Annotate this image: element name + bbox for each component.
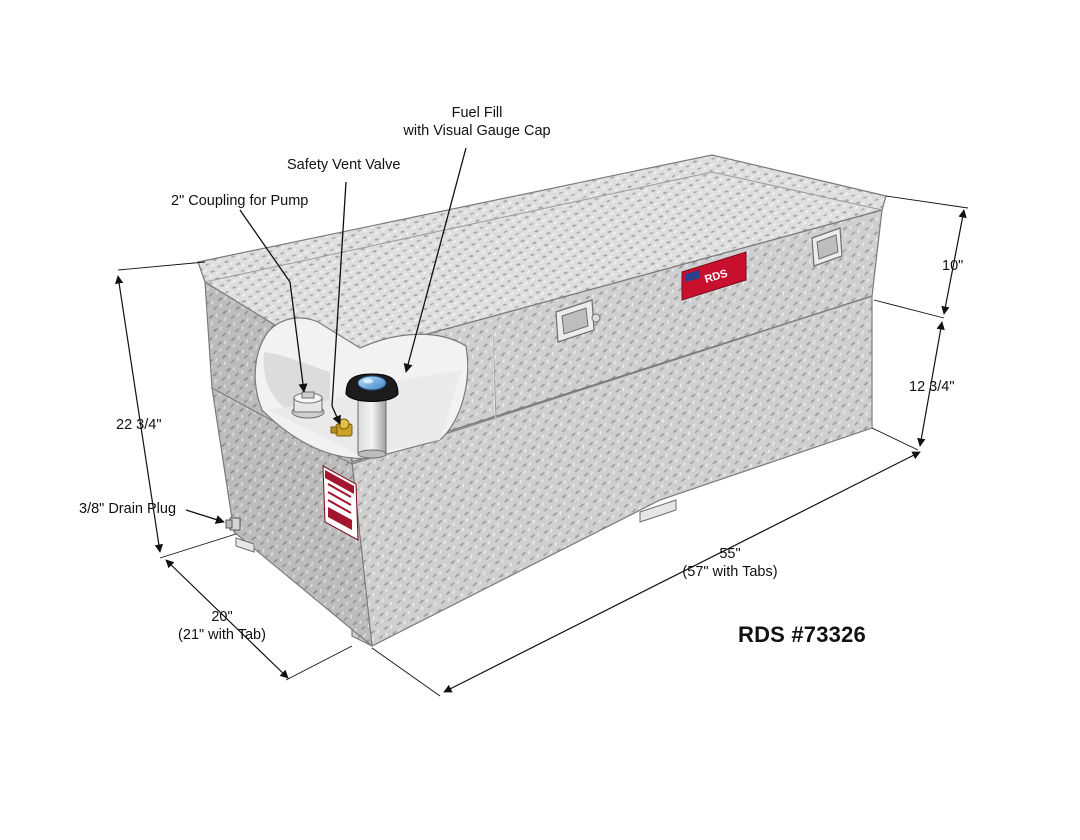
- leader-coupling: [239, 209, 291, 283]
- coupling-icon: [291, 391, 325, 419]
- fuel-cap-icon: [345, 373, 399, 459]
- product-title: RDS #73326: [738, 622, 866, 647]
- drain-plug-icon: [225, 517, 241, 531]
- label-coupling: 2" Coupling for Pump: [171, 193, 309, 209]
- dim-depth: [165, 559, 289, 679]
- latch-icon: [811, 227, 843, 267]
- warning-label-icon: [322, 465, 359, 541]
- dim-length-value: 55": [719, 546, 741, 562]
- lid-seam: [211, 295, 873, 465]
- dim-length: [443, 451, 921, 693]
- dim-height-total-label: 22 3/4": [116, 417, 162, 433]
- leader-safety-vent: [331, 181, 347, 407]
- dim-depth-tab: (21" with Tab): [178, 627, 266, 643]
- latch-icon: [555, 299, 601, 343]
- dim-length-label: 55" (57" with Tabs): [660, 545, 800, 581]
- dim-lid-height: [941, 209, 967, 315]
- dim-depth-label: 20" (21" with Tab): [164, 608, 280, 644]
- label-safety-vent: Safety Vent Valve: [287, 157, 401, 173]
- label-fuel-fill: Fuel Fill with Visual Gauge Cap: [402, 104, 552, 140]
- dim-lid-height-label: 10": [942, 258, 964, 274]
- dim-body-height: [917, 321, 945, 447]
- dim-length-tabs: (57" with Tabs): [682, 564, 778, 580]
- leader-fuel-fill: [403, 147, 467, 373]
- label-fuel-fill-line2: with Visual Gauge Cap: [403, 123, 551, 139]
- label-fuel-fill-line1: Fuel Fill: [451, 105, 503, 121]
- leader-drain-plug: [185, 509, 225, 524]
- dim-body-height-label: 12 3/4": [909, 379, 955, 395]
- mounting-tab: [235, 537, 255, 553]
- label-drain-plug: 3/8" Drain Plug: [79, 501, 177, 517]
- brand-badge: [681, 251, 747, 301]
- dim-depth-value: 20": [211, 609, 233, 625]
- vent-valve-icon: [330, 418, 353, 437]
- dim-height-total: [114, 275, 164, 553]
